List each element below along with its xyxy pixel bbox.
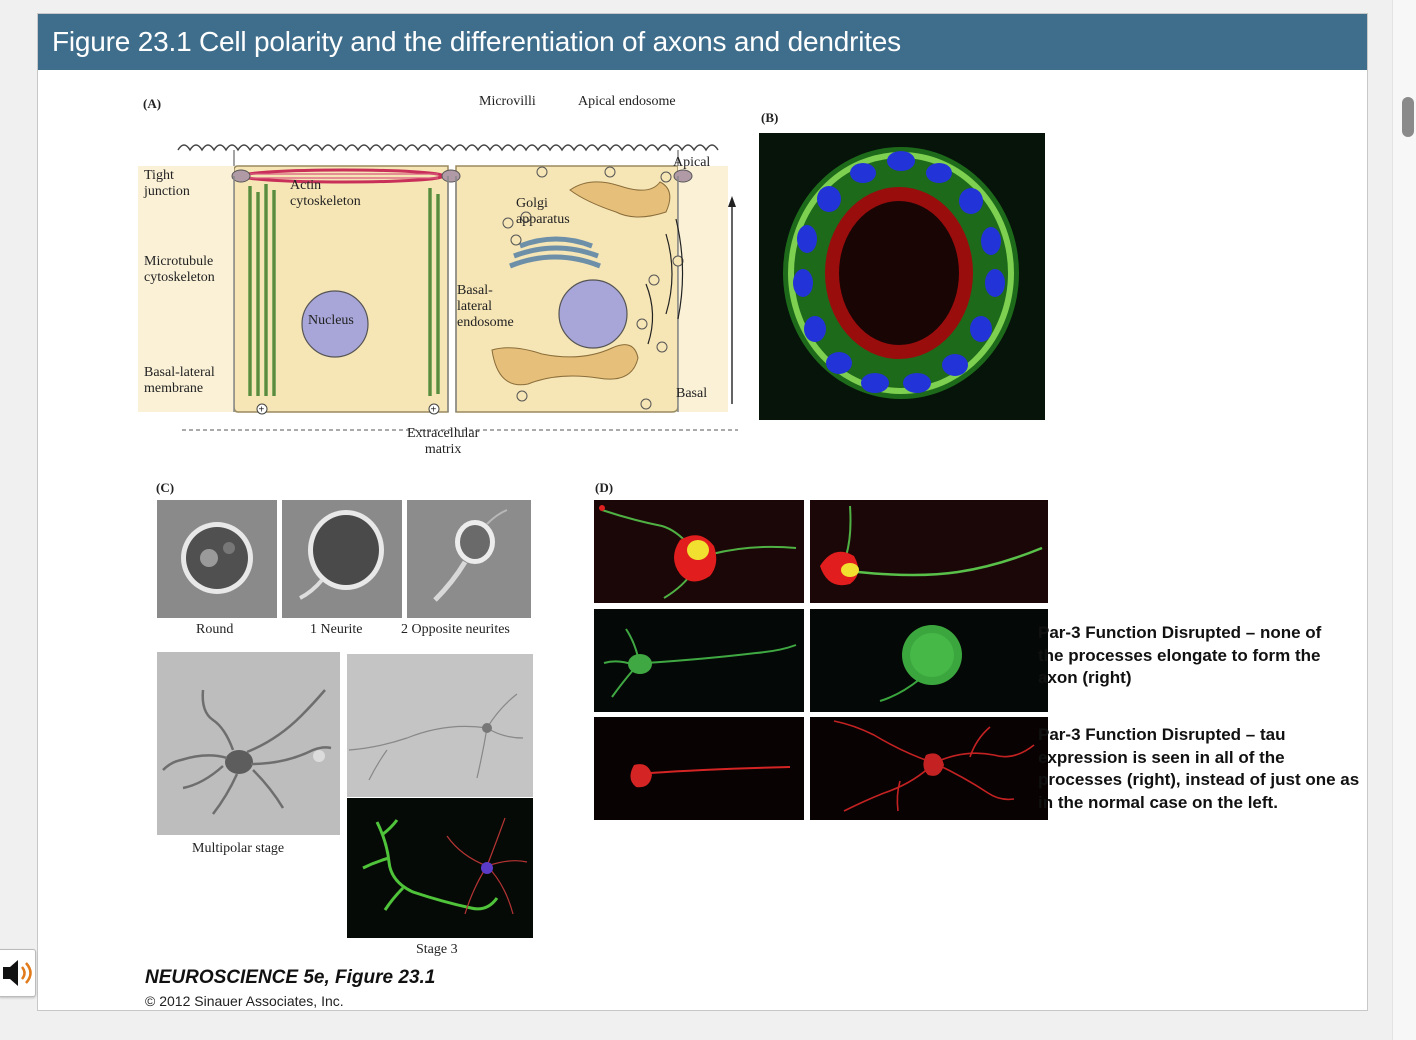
figure-title: Figure 23.1 Cell polarity and the differ… bbox=[52, 26, 901, 57]
figure-slide: Figure 23.1 Cell polarity and the differ… bbox=[37, 13, 1368, 1011]
speaker-icon bbox=[3, 960, 32, 986]
multipolar-stage-image bbox=[157, 652, 340, 835]
label-extracellular-matrix: Extracellular matrix bbox=[407, 426, 480, 457]
svg-text:+: + bbox=[259, 405, 265, 416]
credit-title: NEUROSCIENCE 5e, Figure 23.1 bbox=[145, 967, 436, 988]
label-nucleus: Nucleus bbox=[308, 313, 354, 328]
label-round: Round bbox=[196, 622, 234, 637]
stage-3-brightfield-image bbox=[347, 654, 533, 797]
label-stage-3: Stage 3 bbox=[416, 942, 458, 957]
note-par3-tau-expression: Par-3 Function Disrupted – tau expressio… bbox=[1038, 725, 1360, 812]
label-apical-endosome: Apical endosome bbox=[578, 94, 676, 109]
epithelial-cyst-micrograph bbox=[759, 133, 1045, 420]
stage-3-fluorescence-image bbox=[347, 798, 533, 938]
scrollbar-thumb[interactable] bbox=[1402, 97, 1414, 137]
label-microtubule-cytoskeleton: Microtubule cytoskeleton bbox=[144, 254, 215, 285]
label-multipolar-stage: Multipolar stage bbox=[192, 841, 285, 856]
label-golgi-apparatus: Golgi apparatus bbox=[516, 196, 570, 227]
par3-neuron-green-image bbox=[810, 609, 1048, 712]
label-one-neurite: 1 Neurite bbox=[310, 622, 363, 637]
panel-d-letter: (D) bbox=[595, 480, 614, 495]
figure-title-bar: Figure 23.1 Cell polarity and the differ… bbox=[38, 14, 1367, 70]
control-neuron-green-image bbox=[594, 609, 804, 712]
label-basal-lateral-membrane: Basal-lateral membrane bbox=[144, 365, 215, 396]
credit-copyright: © 2012 Sinauer Associates, Inc. bbox=[145, 993, 344, 1009]
vertical-scrollbar[interactable] bbox=[1392, 0, 1416, 1040]
label-microvilli: Microvilli bbox=[479, 94, 536, 109]
label-two-opposite-neurites: 2 Opposite neurites bbox=[401, 622, 510, 637]
two-opposite-neurites-image bbox=[407, 500, 531, 618]
par3-neuron-merge-image bbox=[810, 500, 1048, 603]
label-basal: Basal bbox=[676, 386, 708, 401]
label-basal-lateral-endosome: Basal- lateral endosome bbox=[457, 283, 514, 330]
label-tight-junction: Tight junction bbox=[144, 168, 190, 199]
label-actin-cytoskeleton: Actin cytoskeleton bbox=[290, 178, 361, 209]
audio-button[interactable] bbox=[0, 949, 36, 997]
panel-b-letter: (B) bbox=[761, 110, 779, 125]
svg-text:+: + bbox=[431, 405, 437, 416]
par3-neuron-red-image bbox=[810, 717, 1048, 820]
control-neuron-red-image bbox=[594, 717, 804, 820]
label-apical: Apical bbox=[673, 155, 711, 170]
panel-c-letter: (C) bbox=[156, 480, 175, 495]
epithelial-cell-diagram: + + bbox=[138, 144, 738, 431]
one-neurite-image bbox=[282, 500, 402, 618]
note-par3-no-elongation: Par-3 Function Disrupted – none of the p… bbox=[1038, 623, 1322, 687]
control-neuron-merge-image bbox=[594, 500, 804, 603]
panel-a-letter: (A) bbox=[143, 96, 162, 111]
round-stage-image bbox=[157, 500, 277, 618]
